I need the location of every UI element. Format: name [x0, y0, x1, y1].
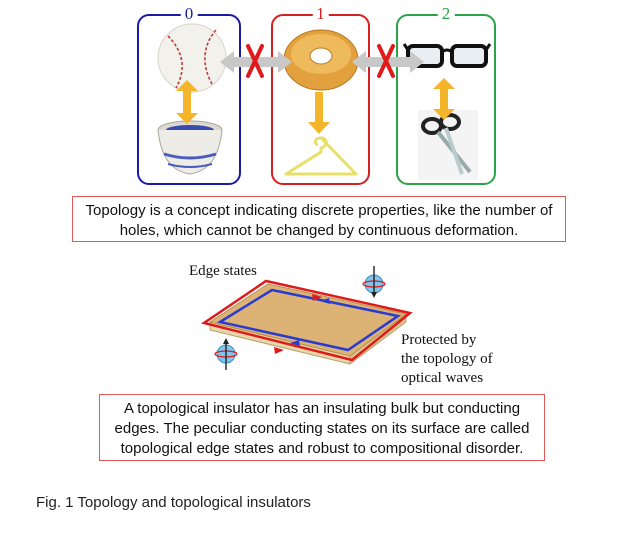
- topology-caption-text: Topology is a concept indicating discret…: [85, 202, 553, 239]
- protected-label: Protected by the topology of optical wav…: [401, 331, 493, 388]
- yellow-double-arrow-0: [176, 80, 198, 124]
- spin-down-icon: [214, 338, 238, 370]
- group-box-1: 1: [271, 5, 370, 185]
- scissors-image: [418, 110, 478, 180]
- protected-label-line-3: optical waves: [401, 370, 484, 386]
- protected-label-line-1: Protected by: [401, 332, 477, 348]
- group-label-2: 2: [437, 5, 455, 23]
- edge-states-label: Edge states: [189, 263, 257, 279]
- figure-caption: Fig. 1 Topology and topological insulato…: [36, 494, 311, 511]
- group-label-0: 0: [180, 5, 198, 23]
- donut-image: [283, 29, 359, 91]
- group-label-1: 1: [312, 5, 329, 23]
- red-cross-icon-1-2: [377, 44, 395, 78]
- spin-up-icon: [362, 266, 386, 298]
- yellow-arrow-down-1: [308, 92, 330, 134]
- protected-label-line-2: the topology of: [401, 351, 493, 367]
- yellow-double-arrow-2: [433, 78, 455, 120]
- group-box-2: 2: [396, 5, 496, 185]
- insulator-caption-text: A topological insulator has an insulatin…: [114, 400, 530, 457]
- insulator-slab: [200, 279, 413, 365]
- group-box-0: 0: [137, 5, 241, 185]
- topology-caption: Topology is a concept indicating discret…: [72, 196, 566, 242]
- insulator-caption: A topological insulator has an insulatin…: [99, 394, 545, 461]
- red-cross-icon-0-1: [246, 44, 264, 78]
- teacup-image: [157, 120, 223, 175]
- hanger-image: [284, 136, 358, 176]
